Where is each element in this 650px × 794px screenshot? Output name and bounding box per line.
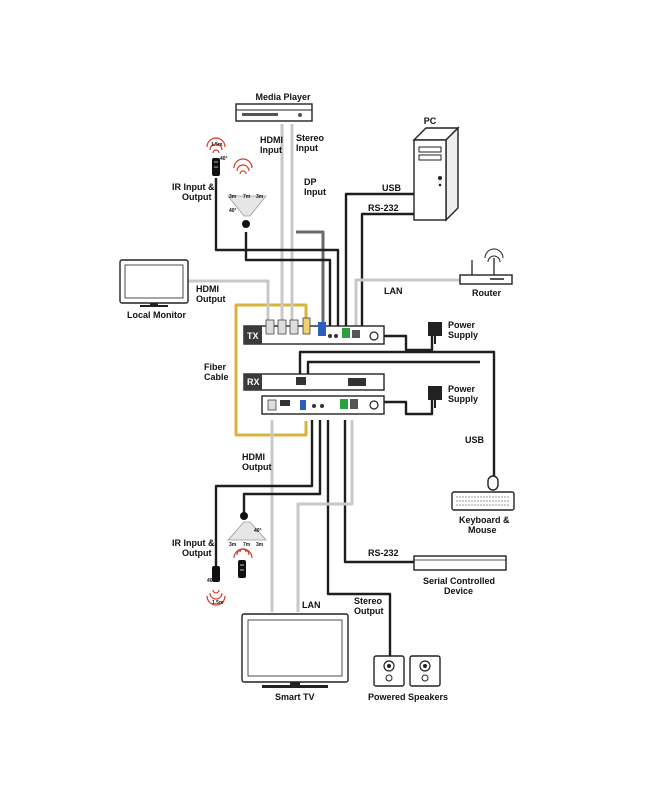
power-supply-tx-label-2: Supply xyxy=(448,330,478,340)
stereo-input-label-1: Stereo xyxy=(296,133,325,143)
rx-unit-front xyxy=(243,373,385,391)
local-monitor-cable xyxy=(166,279,270,326)
pc-tower xyxy=(412,126,460,222)
lan-cable-bottom xyxy=(296,420,354,612)
ir-emitter-bottom xyxy=(206,560,246,606)
tx-label: TX xyxy=(247,331,259,341)
ir-bottom-range-left: 3m xyxy=(229,542,237,548)
media-player-box xyxy=(235,103,313,122)
rx-label: RX xyxy=(247,377,260,387)
smart-tv-label: Smart TV xyxy=(275,692,315,702)
ir-bottom-angle-side: 40° xyxy=(207,578,215,584)
tx-rx-link-1 xyxy=(298,350,496,476)
power-supply-rx-label-1: Power xyxy=(448,384,476,394)
serial-device-label-2: Device xyxy=(444,586,473,596)
ir-receiver-top xyxy=(227,158,267,228)
stereo-output-label-2: Output xyxy=(354,606,384,616)
hdmi-output-top-label-1: HDMI xyxy=(196,284,219,294)
power-supply-rx-label-2: Supply xyxy=(448,394,478,404)
power-cable-tx xyxy=(376,334,434,352)
dp-input-label-2: Input xyxy=(304,187,326,197)
ir-emitter-top xyxy=(206,137,226,176)
local-monitor xyxy=(119,259,189,307)
ir-cable-top-2 xyxy=(244,232,332,326)
cables xyxy=(166,124,496,656)
lan-label-top: LAN xyxy=(384,286,403,296)
power-supply-rx xyxy=(428,386,442,408)
media-player-label: Media Player xyxy=(255,92,311,102)
dp-input-cable xyxy=(296,230,325,326)
ir-top-angle-top: 40° xyxy=(220,156,228,162)
media-player xyxy=(235,103,313,122)
hdmi-input-label-1: HDMI xyxy=(260,135,283,145)
ir-top-range-right: 3m xyxy=(256,194,264,200)
fiber-cable-label-1: Fiber xyxy=(204,362,227,372)
ir-receiver-bottom xyxy=(227,512,267,559)
hdmi-output-bottom-label-1: HDMI xyxy=(242,452,265,462)
ir-cable-top xyxy=(214,178,340,326)
lan-cable-top xyxy=(354,278,460,326)
tx-unit xyxy=(243,317,385,345)
fiber-cable-tx xyxy=(272,303,308,323)
ir-bottom-range-upper: 1.5m xyxy=(212,600,224,606)
smart-tv xyxy=(241,613,349,688)
keyboard-mouse xyxy=(451,475,515,511)
local-monitor-label: Local Monitor xyxy=(127,310,186,320)
ir-bottom-label-2: Output xyxy=(182,548,212,558)
rs232-label-top: RS-232 xyxy=(368,203,399,213)
power-supply-tx-label-1: Power xyxy=(448,320,476,330)
ir-top-angle-side: 40° xyxy=(229,208,237,214)
dp-input-label-1: DP xyxy=(304,177,317,187)
power-cable-rx xyxy=(376,398,434,416)
ir-bottom-range-mid: 7m xyxy=(243,542,251,548)
router xyxy=(459,248,513,285)
fiber-cable xyxy=(234,303,308,437)
serial-controlled-device xyxy=(413,555,507,571)
fiber-cable-label-2: Cable xyxy=(204,372,229,382)
tx-rx-link-2 xyxy=(306,360,480,376)
rx-unit-back xyxy=(261,395,385,415)
stereo-output-label-1: Stereo xyxy=(354,596,383,606)
ir-top-range-mid: 7m xyxy=(243,194,251,200)
ir-top-range-upper: 1.5m xyxy=(211,142,223,148)
usb-label-top: USB xyxy=(382,183,402,193)
hdmi-output-bottom-label-2: Output xyxy=(242,462,272,472)
router-label: Router xyxy=(472,288,501,298)
usb-cable-pc xyxy=(344,192,414,326)
ir-cable-bottom-2 xyxy=(242,420,322,514)
ir-bottom-label-1: IR Input & xyxy=(172,538,215,548)
power-supply-tx xyxy=(428,322,442,344)
stereo-output-cable xyxy=(326,420,392,656)
ir-bottom-range-right: 3m xyxy=(256,542,264,548)
ir-top-range-left: 3m xyxy=(229,194,237,200)
pc-label: PC xyxy=(424,116,437,126)
hdmi-output-top-label-2: Output xyxy=(196,294,226,304)
usb-label-right: USB xyxy=(465,435,485,445)
keyboard-mouse-label-1: Keyboard & xyxy=(459,515,510,525)
rs232-label-bottom: RS-232 xyxy=(368,548,399,558)
stereo-input-label-2: Input xyxy=(296,143,318,153)
rs232-cable-bottom xyxy=(343,420,414,564)
keyboard-mouse-label-2: Mouse xyxy=(468,525,497,535)
ir-cable-bottom xyxy=(214,420,314,566)
lan-label-bottom: LAN xyxy=(302,600,321,610)
ir-top-label-2: Output xyxy=(182,192,212,202)
ir-bottom-angle-top: 40° xyxy=(254,528,262,534)
hdmi-input-label-2: Input xyxy=(260,145,282,155)
powered-speakers xyxy=(373,655,441,687)
serial-device-label-1: Serial Controlled xyxy=(423,576,495,586)
ir-top-label-1: IR Input & xyxy=(172,182,215,192)
powered-speakers-label: Powered Speakers xyxy=(368,692,448,702)
rs232-cable-pc xyxy=(360,212,414,326)
